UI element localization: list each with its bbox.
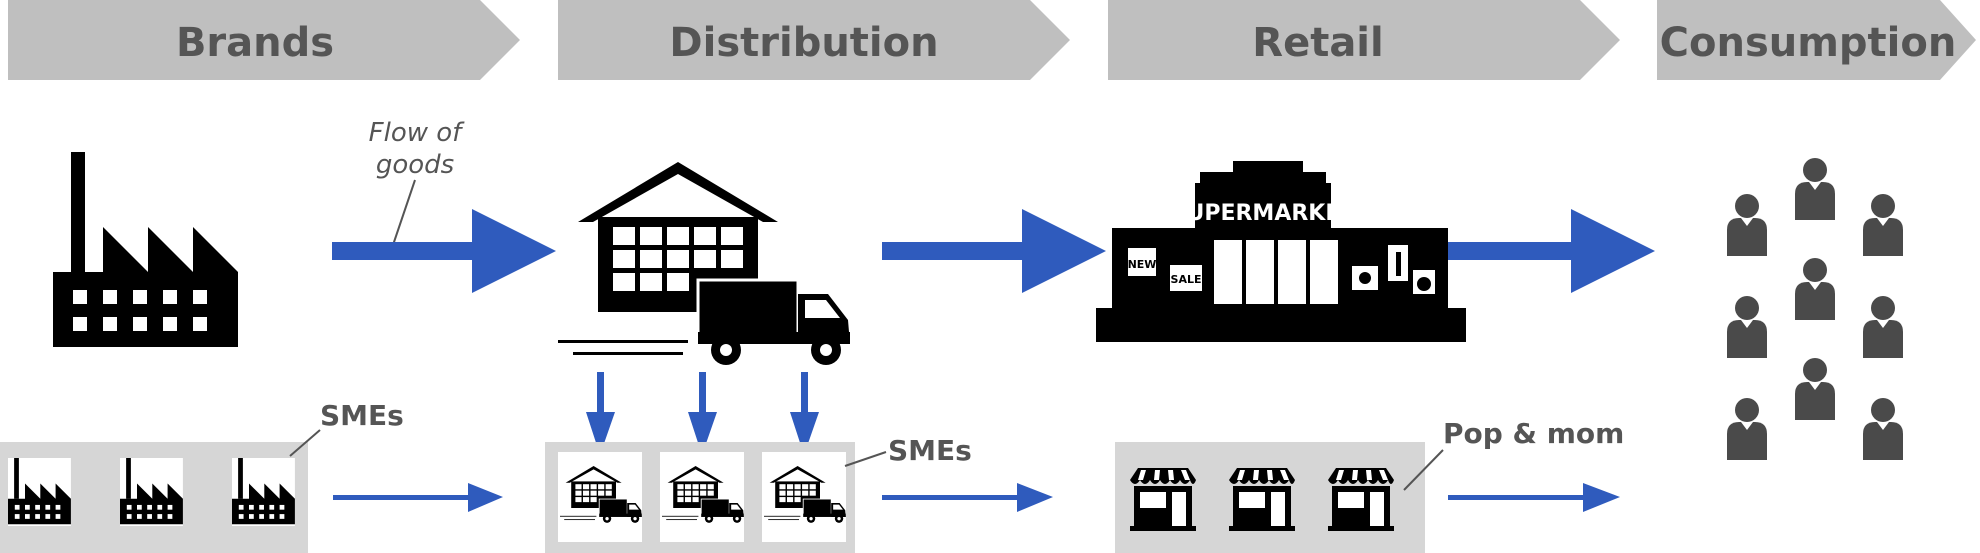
person-icon — [1863, 296, 1903, 358]
small-arrow-distribution — [882, 483, 1053, 512]
smes-label-brands: SMEs — [320, 399, 404, 432]
person-icon — [1795, 358, 1835, 420]
person-icon — [1795, 258, 1835, 320]
factory-icon — [53, 152, 238, 347]
supermarket-sign: SUPERMARKET — [1171, 201, 1356, 226]
stage-header-retail: Retail — [1108, 0, 1620, 80]
stage-header-consumption: Consumption — [1657, 0, 1976, 80]
person-icon — [1795, 158, 1835, 220]
stage-label-distribution: Distribution — [669, 20, 938, 66]
smes-leader-brands — [289, 429, 321, 457]
stage-label-consumption: Consumption — [1660, 20, 1957, 66]
arrow-retail-to-consumption — [1448, 209, 1655, 293]
small-arrow-brands — [333, 483, 503, 512]
person-icon — [1727, 194, 1767, 256]
consumer-group — [1727, 158, 1903, 460]
arrow-distribution-to-retail — [882, 209, 1106, 293]
person-icon — [1727, 398, 1767, 460]
pop-mom-leader — [1403, 449, 1444, 491]
person-icon — [1863, 194, 1903, 256]
flow-label-leader — [392, 179, 416, 246]
arrow-brands-to-distribution — [332, 209, 556, 293]
stage-label-retail: Retail — [1252, 20, 1383, 66]
new-tag: NEW — [1128, 258, 1157, 271]
smes-label-distribution: SMEs — [888, 434, 972, 467]
stage-header-distribution: Distribution — [558, 0, 1070, 80]
sme-brands-panel — [0, 442, 308, 553]
pop-mom-label: Pop & mom — [1443, 417, 1624, 450]
pop-mom-shops-panel — [1115, 442, 1425, 553]
person-icon — [1727, 296, 1767, 358]
supermarket-icon: SUPERMARKET NEW SALE — [1096, 161, 1466, 342]
shop-icon — [1130, 468, 1196, 531]
warehouse-truck-icon — [556, 160, 852, 367]
down-arrow-2 — [688, 372, 717, 455]
sme-distribution-panel — [545, 442, 855, 553]
stage-header-brands: Brands — [8, 0, 520, 80]
smes-leader-distribution — [844, 451, 887, 467]
flow-label-line2: goods — [376, 150, 454, 180]
down-arrow-1 — [586, 372, 615, 455]
stage-label-brands: Brands — [176, 20, 334, 66]
down-arrow-3 — [790, 372, 819, 455]
sale-tag: SALE — [1171, 273, 1202, 286]
small-arrow-retail — [1448, 483, 1620, 512]
shop-icon — [1328, 468, 1394, 531]
person-icon — [1863, 398, 1903, 460]
flow-label-line1: Flow of — [369, 118, 466, 148]
shop-icon — [1229, 468, 1295, 531]
